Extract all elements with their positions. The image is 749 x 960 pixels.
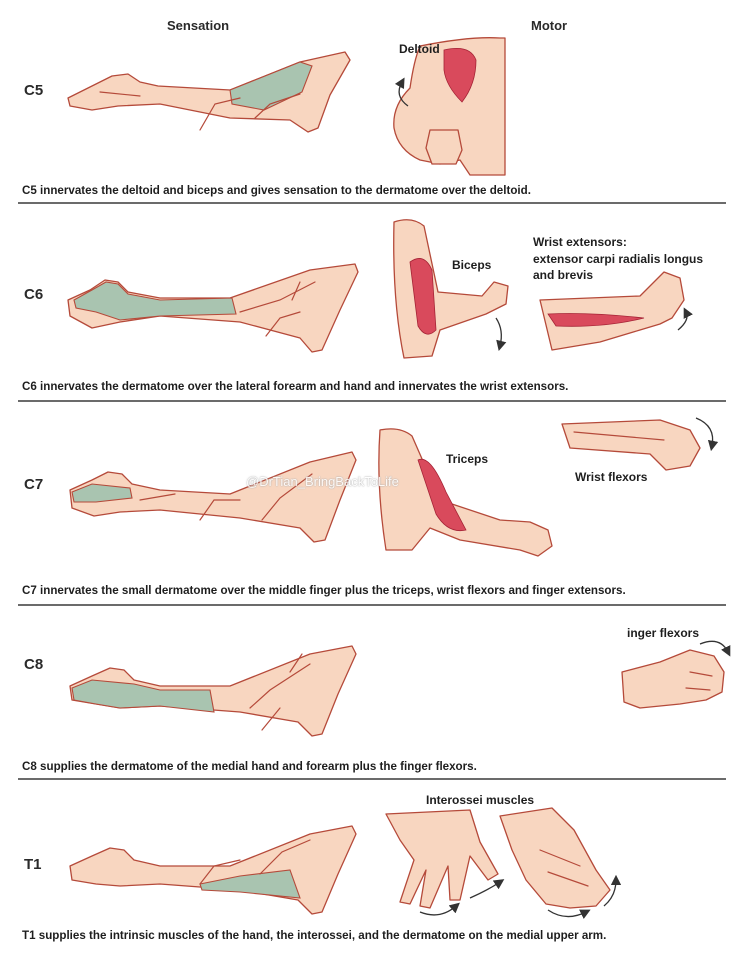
c6-arm-illustration bbox=[67, 263, 359, 353]
triceps-label: Triceps bbox=[446, 452, 489, 466]
motor-header: Motor bbox=[531, 18, 568, 33]
caption-c7: C7 innervates the small dermatome over t… bbox=[22, 584, 626, 597]
wrist-extensors-title: Wrist extensors: bbox=[533, 235, 627, 249]
interossei-label: Interossei muscles bbox=[426, 793, 535, 807]
caption-c5: C5 innervates the deltoid and biceps and… bbox=[22, 184, 531, 197]
t1-arm-illustration bbox=[69, 825, 357, 915]
biceps-label: Biceps bbox=[452, 258, 492, 272]
divider bbox=[18, 202, 726, 204]
wrist-extensors-line2: and brevis bbox=[533, 268, 594, 282]
c7-arm-illustration bbox=[69, 451, 357, 543]
deltoid-label: Deltoid bbox=[399, 42, 440, 56]
sensation-header: Sensation bbox=[167, 18, 230, 33]
c8-arm-illustration bbox=[69, 645, 357, 737]
c6-wrist-extensor-illustration bbox=[539, 271, 693, 351]
row-label-c5: C5 bbox=[24, 82, 44, 99]
divider bbox=[18, 604, 726, 606]
caption-t1: T1 supplies the intrinsic muscles of the… bbox=[22, 929, 607, 942]
t1-hand-right-illustration bbox=[499, 807, 622, 919]
biceps-muscle bbox=[409, 258, 437, 335]
divider bbox=[18, 400, 726, 402]
caption-c8: C8 supplies the dermatome of the medial … bbox=[22, 760, 477, 773]
c8-fist-illustration bbox=[621, 640, 731, 709]
finger-flexors-label: inger flexors bbox=[627, 626, 700, 640]
divider bbox=[18, 778, 726, 780]
deltoid-muscle bbox=[443, 47, 477, 103]
triceps-muscle bbox=[417, 458, 467, 532]
wrist-flexors-label: Wrist flexors bbox=[575, 470, 648, 484]
row-label-c8: C8 bbox=[24, 656, 44, 673]
row-label-t1: T1 bbox=[24, 856, 42, 873]
watermark-text: @DrTian_BringBackToLife bbox=[246, 474, 399, 489]
wrist-extensor-muscle bbox=[547, 313, 645, 327]
row-label-c6: C6 bbox=[24, 286, 44, 303]
c7-wrist-flexor-illustration bbox=[561, 417, 719, 471]
c5-shoulder-illustration bbox=[393, 37, 506, 176]
wrist-extensors-line1: extensor carpi radialis longus bbox=[533, 252, 704, 266]
row-label-c7: C7 bbox=[24, 476, 44, 493]
c6-biceps-illustration bbox=[393, 219, 509, 359]
caption-c6: C6 innervates the dermatome over the lat… bbox=[22, 380, 569, 393]
c7-triceps-illustration bbox=[378, 428, 553, 557]
c5-arm-illustration bbox=[67, 51, 351, 133]
t1-hand-left-illustration bbox=[385, 809, 505, 916]
